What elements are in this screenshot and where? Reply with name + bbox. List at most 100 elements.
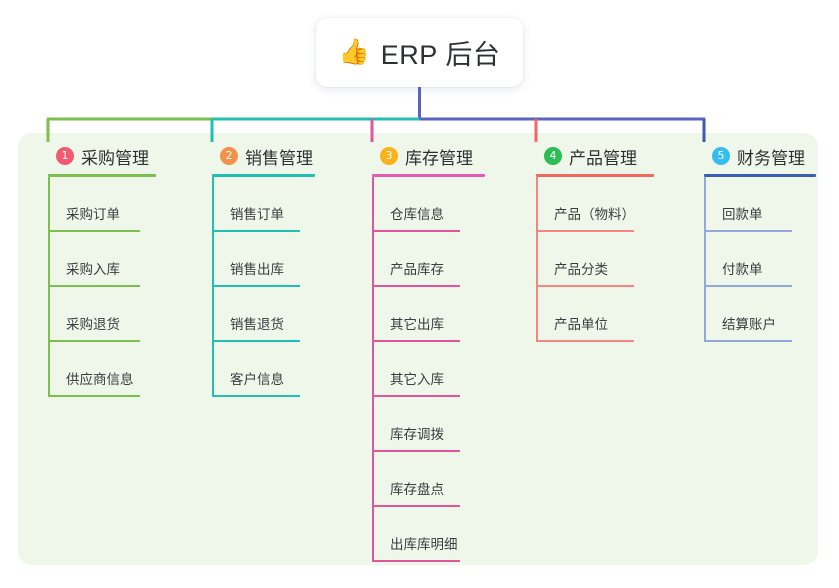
item-underline [48, 230, 140, 232]
list-item[interactable]: 采购入库 [36, 232, 164, 287]
branch-stem [372, 452, 374, 507]
item-underline [704, 230, 792, 232]
branch-stem [536, 232, 538, 287]
item-label: 付款单 [722, 262, 763, 277]
column-title-4: 产品管理 [569, 148, 637, 168]
branch-stem [536, 287, 538, 342]
branch-stem [372, 342, 374, 397]
list-item[interactable]: 销售订单 [200, 177, 324, 232]
column-4: 4 产品管理产品（物料） 产品分类产品单位 [524, 144, 654, 342]
item-label: 采购入库 [66, 262, 120, 277]
list-item[interactable]: 付款单 [692, 232, 818, 287]
item-label: 产品（物料） [554, 207, 635, 222]
root-node-title: ERP 后台 [380, 40, 501, 70]
list-item[interactable]: 产品库存 [360, 232, 488, 287]
column-title-5: 财务管理 [737, 148, 805, 168]
item-underline [372, 505, 460, 507]
branch-stem [372, 232, 374, 287]
item-label: 销售出库 [230, 262, 284, 277]
column-rule-1 [48, 174, 156, 177]
column-rule-2 [212, 174, 315, 177]
item-underline [212, 395, 300, 397]
list-item[interactable]: 产品（物料） [524, 177, 652, 232]
branch-stem [212, 287, 214, 342]
branch-stem [704, 177, 706, 232]
list-item[interactable]: 销售退货 [200, 287, 324, 342]
column-2: 2 销售管理销售订单销售出库销售退货客户信息 [200, 144, 324, 397]
item-label: 出库库明细 [390, 537, 458, 552]
item-label: 供应商信息 [66, 372, 134, 387]
list-item[interactable]: 产品单位 [524, 287, 652, 342]
content-panel [18, 133, 818, 565]
branch-stem [48, 287, 50, 342]
item-underline [212, 230, 300, 232]
column-header-3[interactable]: 3 库存管理 [360, 144, 488, 168]
item-label: 库存调拨 [390, 427, 444, 442]
column-rule-3 [372, 174, 485, 177]
list-item[interactable]: 结算账户 [692, 287, 818, 342]
item-underline [212, 285, 300, 287]
column-rule-4 [536, 174, 654, 177]
item-underline [536, 230, 634, 232]
list-item[interactable]: 出库库明细 [360, 507, 488, 562]
list-item[interactable]: 供应商信息 [36, 342, 164, 397]
column-badge-3: 3 [380, 147, 398, 165]
list-item[interactable]: 回款单 [692, 177, 818, 232]
item-underline [372, 340, 460, 342]
column-badge-5: 5 [712, 147, 730, 165]
list-item[interactable]: 库存调拨 [360, 397, 488, 452]
item-underline [212, 340, 300, 342]
column-header-2[interactable]: 2 销售管理 [200, 144, 324, 168]
branch-stem [48, 232, 50, 287]
column-badge-2: 2 [220, 147, 238, 165]
item-underline [372, 395, 460, 397]
branch-stem [372, 397, 374, 452]
column-badge-1: 1 [56, 147, 74, 165]
thumbs-up-icon: 👍 [338, 38, 370, 66]
branch-stem [48, 342, 50, 397]
column-3: 3 库存管理仓库信息产品库存其它出库其它入库库存调拨库存盘点出库库明细 [360, 144, 488, 562]
item-underline [48, 285, 140, 287]
branch-stem [212, 232, 214, 287]
item-label: 库存盘点 [390, 482, 444, 497]
list-item[interactable]: 销售出库 [200, 232, 324, 287]
root-node[interactable]: 👍 ERP 后台 [316, 18, 523, 87]
item-underline [704, 340, 792, 342]
column-5: 5 财务管理回款单付款单结算账户 [692, 144, 818, 342]
column-items-1: 采购订单采购入库采购退货供应商信息 [36, 177, 164, 397]
list-item[interactable]: 库存盘点 [360, 452, 488, 507]
item-underline [536, 340, 634, 342]
branch-stem [372, 507, 374, 562]
branch-stem [704, 287, 706, 342]
item-underline [372, 560, 460, 562]
list-item[interactable]: 其它入库 [360, 342, 488, 397]
item-label: 客户信息 [230, 372, 284, 387]
column-title-2: 销售管理 [245, 148, 313, 168]
column-header-5[interactable]: 5 财务管理 [692, 144, 818, 168]
column-items-2: 销售订单销售出库销售退货客户信息 [200, 177, 324, 397]
branch-stem [372, 287, 374, 342]
list-item[interactable]: 仓库信息 [360, 177, 488, 232]
column-header-4[interactable]: 4 产品管理 [524, 144, 652, 168]
item-label: 产品分类 [554, 262, 608, 277]
list-item[interactable]: 其它出库 [360, 287, 488, 342]
item-label: 其它入库 [390, 372, 444, 387]
branch-stem [372, 177, 374, 232]
column-rule-5 [704, 174, 816, 177]
column-items-4: 产品（物料） 产品分类产品单位 [524, 177, 652, 342]
list-item[interactable]: 产品分类 [524, 232, 652, 287]
item-label: 采购退货 [66, 317, 120, 332]
column-badge-4: 4 [544, 147, 562, 165]
column-title-3: 库存管理 [405, 148, 473, 168]
item-label: 回款单 [722, 207, 763, 222]
branch-stem [48, 177, 50, 232]
branch-stem [212, 177, 214, 232]
item-label: 销售退货 [230, 317, 284, 332]
list-item[interactable]: 客户信息 [200, 342, 324, 397]
list-item[interactable]: 采购退货 [36, 287, 164, 342]
item-underline [372, 285, 460, 287]
item-underline [48, 340, 140, 342]
list-item[interactable]: 采购订单 [36, 177, 164, 232]
